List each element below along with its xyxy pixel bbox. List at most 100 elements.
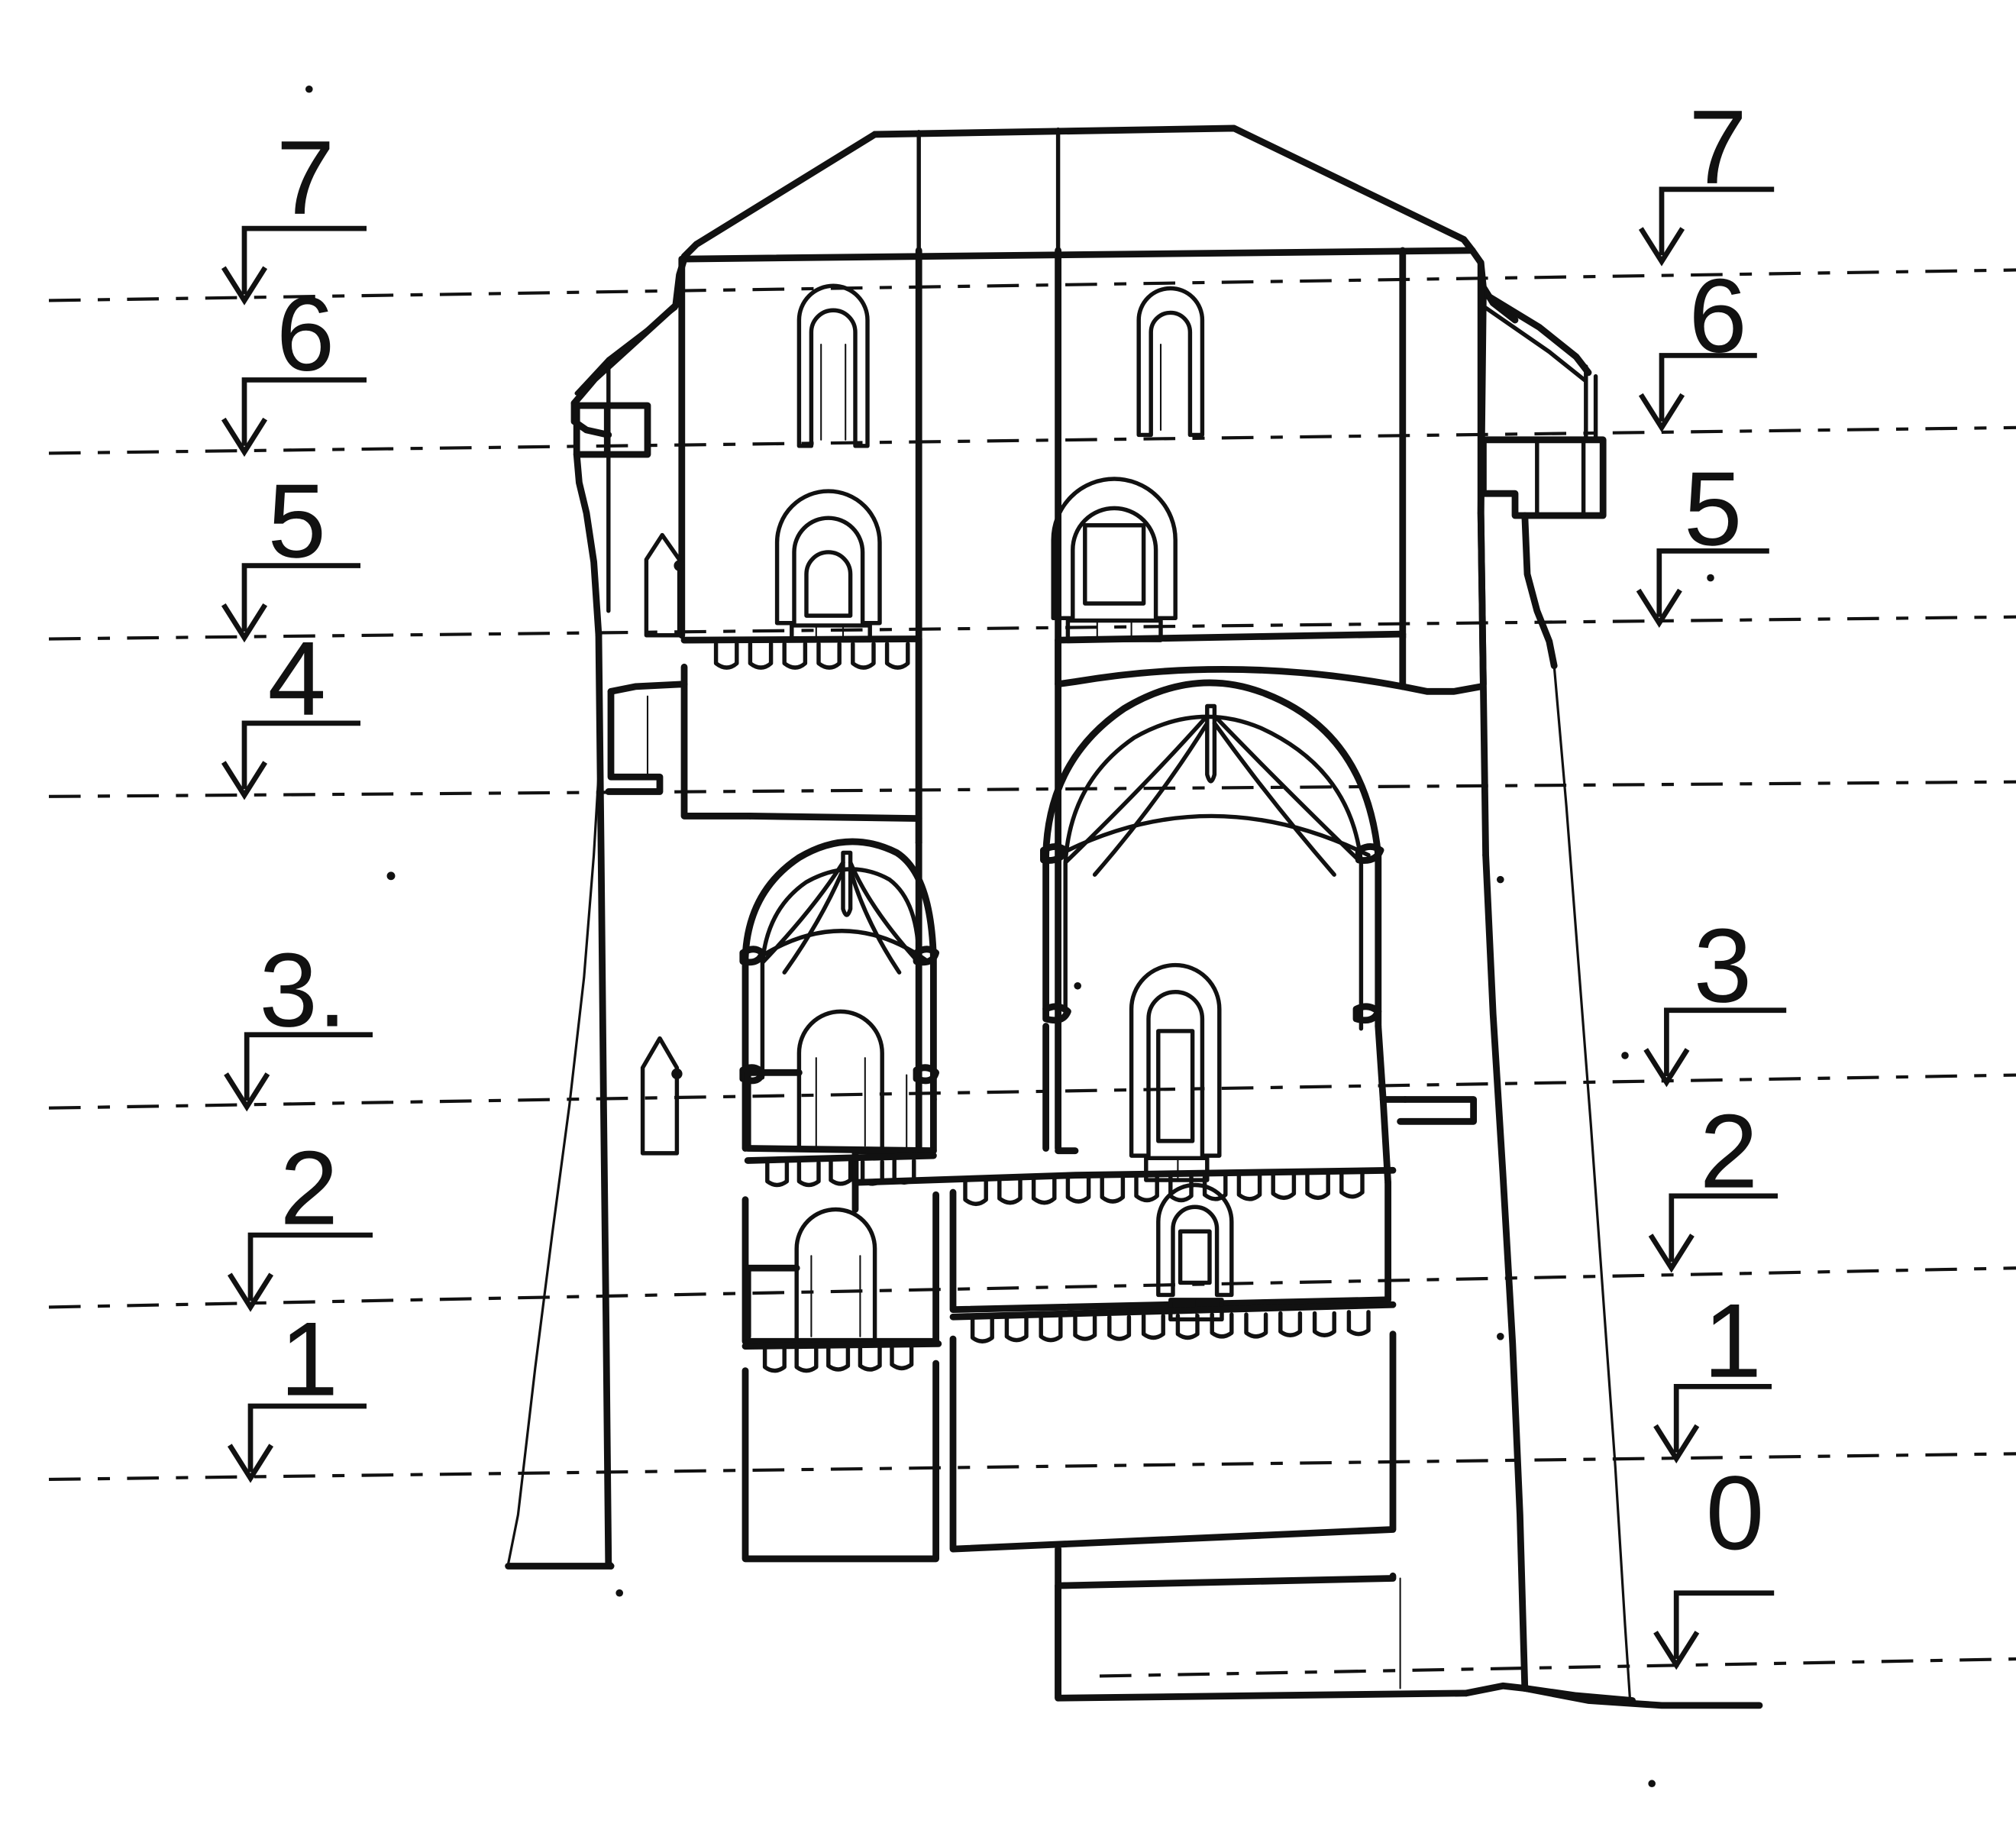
- callout-arrowhead: [227, 1444, 274, 1483]
- window-mid-right: [1051, 477, 1178, 642]
- main-vault-intrados: [1063, 714, 1364, 1031]
- corbel-course-level3: [744, 1152, 1397, 1206]
- window-lower-right-arch: [1156, 1182, 1234, 1298]
- main-vault-rib-left-b: [1092, 721, 1210, 877]
- left-vault-rib-left-a: [760, 860, 845, 965]
- callout-arrowhead: [221, 417, 268, 457]
- left-vault-floor-line: [744, 1145, 937, 1155]
- window-upper-right-reveal: [1136, 286, 1205, 438]
- left-vault-springer-left: [739, 946, 766, 966]
- datum-line-2: [48, 1266, 2016, 1309]
- window-main-vault-light: [1156, 1029, 1195, 1143]
- window-upper-left: [796, 283, 870, 448]
- window-mid-left: [774, 489, 882, 642]
- level-callout-right-3: 3: [1643, 907, 1787, 1088]
- callout-leader: [1659, 186, 1775, 256]
- callout-leader: [1656, 548, 1769, 617]
- left-wall-batter-outer: [507, 732, 603, 1565]
- callout-arrowhead: [1653, 1424, 1700, 1464]
- callout-leader: [1673, 1590, 1775, 1660]
- main-vault-rib-right-b: [1212, 721, 1336, 877]
- ground-line: [1521, 1685, 1763, 1709]
- upper-left-lower-edge: [680, 681, 754, 820]
- level-callout-left-6: 6: [221, 276, 367, 457]
- level-number-label: 7: [1688, 89, 1747, 206]
- lower-left-bench: [744, 1264, 800, 1340]
- lancet-upper-left: [644, 532, 685, 638]
- level-callout-right-6: 6: [1638, 257, 1757, 433]
- callout-leader: [241, 563, 360, 632]
- corbel-blocks-upper-left: [713, 642, 910, 670]
- upper-left-ledge-top: [607, 663, 688, 695]
- callout-leader: [1664, 1007, 1787, 1077]
- window-mid-right-light: [1083, 523, 1146, 606]
- window-lower-left-arch: [794, 1207, 877, 1341]
- level-number-label: 3.: [259, 932, 347, 1049]
- left-vault-rib-left-b: [782, 868, 845, 975]
- level-callout-left-1: 1: [227, 1301, 367, 1483]
- callout-arrowhead: [227, 1272, 274, 1312]
- level-number-label: 7: [276, 119, 335, 237]
- left-vault-springer-right: [913, 946, 940, 966]
- level-callout-left-4: 4: [221, 620, 360, 800]
- level-number-label: 0: [1706, 1454, 1765, 1572]
- left-wall-upper-profile: [573, 451, 603, 639]
- window-mid-left-light: [804, 550, 853, 618]
- window-upper-left-reveal: [796, 283, 870, 448]
- corbel-blocks-level2-left: [762, 1343, 914, 1373]
- level-callout-right-7: 7: [1638, 89, 1775, 267]
- datum-line-4: [48, 780, 2016, 798]
- right-shoulder-profile: [1521, 512, 1558, 670]
- main-vault-extrados: [1042, 679, 1382, 1030]
- right-mid-ledge: [1397, 1096, 1478, 1125]
- window-mid-left-arch: [774, 489, 882, 626]
- upper-right-inner-face-lower: [1477, 509, 1487, 688]
- datum-line-1: [48, 1452, 2016, 1482]
- callout-arrowhead: [221, 761, 268, 800]
- level-callout-right-2: 2: [1648, 1093, 1778, 1273]
- callout-arrowhead: [1638, 393, 1685, 433]
- level2-floor-line-right: [949, 1301, 1397, 1321]
- main-vault-springer-right: [1355, 843, 1384, 864]
- left-vault-pendant-boss: [841, 850, 853, 917]
- datum-lines: [48, 268, 2016, 1678]
- corbel-course-upper-left: [680, 635, 922, 670]
- callout-leader: [241, 225, 367, 295]
- datum-line-7: [48, 268, 2016, 302]
- callout-arrowhead: [1638, 227, 1685, 267]
- main-ribbed-vault: [1040, 679, 1478, 1186]
- corbel-blocks-level3-right: [963, 1170, 1365, 1206]
- basement-right-block: [949, 1330, 1397, 1553]
- sub-basement-right-edge: [1462, 1682, 1529, 1697]
- main-vault-rib-right-a: [1212, 713, 1364, 865]
- corbel-course-level2: [741, 1301, 1397, 1373]
- upper-left-floor-line: [747, 813, 922, 823]
- window-main-vault-arch: [1129, 962, 1222, 1158]
- level-callout-left-5: 5: [221, 462, 360, 643]
- hipped-roof: [680, 124, 1476, 263]
- level-callout-right-5: 5: [1636, 450, 1769, 629]
- level-number-label: 1: [280, 1301, 339, 1418]
- left-vault-rib-right-b: [848, 868, 902, 975]
- window-lower-right: [1156, 1182, 1234, 1322]
- callout-arrowhead: [221, 266, 268, 306]
- datum-line-5: [48, 615, 2016, 641]
- left-eave-ledge: [573, 402, 651, 458]
- level-number-label: 5: [268, 462, 327, 580]
- upper-right-floor-line: [1055, 630, 1407, 644]
- doorway-left-vault-arch: [796, 1009, 884, 1151]
- scan-speckles: [305, 85, 1714, 1788]
- main-vault-wall-right: [1375, 1023, 1409, 1103]
- left-ribbed-vault: [640, 838, 940, 1156]
- level-number-label: 3: [1694, 907, 1753, 1025]
- callout-leader: [241, 720, 360, 790]
- segmental-relieving-arch: [1055, 666, 1407, 690]
- callout-arrowhead: [224, 1072, 270, 1112]
- roof-left-slope: [680, 131, 879, 260]
- left-outer-wall: [505, 255, 688, 1570]
- level-number-label: 5: [1684, 450, 1743, 567]
- lancet-upper-left-stop: [674, 560, 685, 571]
- callout-leader: [241, 377, 367, 446]
- right-wall-inner-lower: [1482, 852, 1529, 1692]
